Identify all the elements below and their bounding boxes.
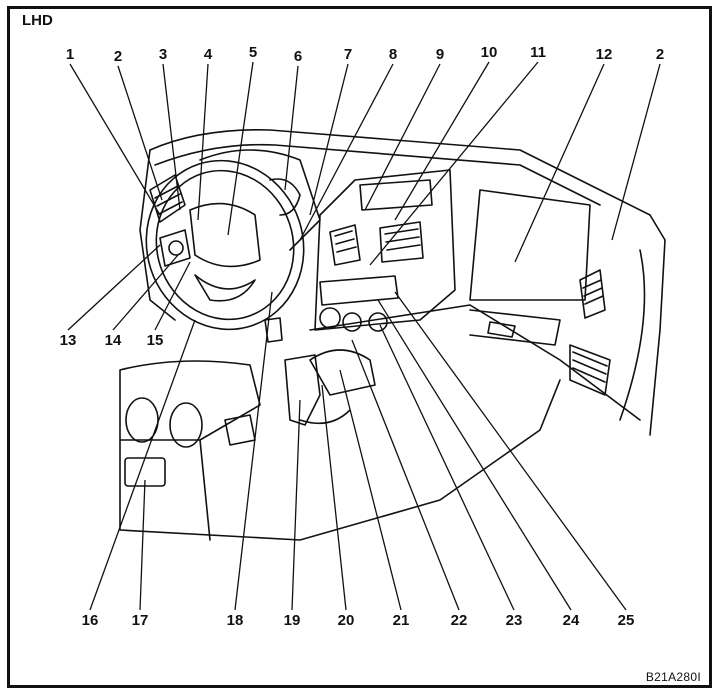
- figure-code: B21A280I: [645, 670, 701, 684]
- hvac-knob-center: [342, 312, 362, 332]
- callout-8: 8: [388, 46, 398, 63]
- floor-console: [119, 360, 261, 441]
- callout-20: 20: [337, 612, 355, 629]
- callout-21: 21: [392, 612, 410, 629]
- callout-3: 3: [158, 46, 168, 63]
- callout-14: 14: [104, 332, 122, 349]
- callout-23: 23: [505, 612, 523, 629]
- right-air-vent: [579, 269, 606, 319]
- parking-brake: [309, 349, 376, 396]
- callout-9: 9: [435, 46, 445, 63]
- callout-6: 6: [293, 48, 303, 65]
- callout-1: 1: [65, 46, 75, 63]
- callout-7: 7: [343, 46, 353, 63]
- callout-2: 2: [113, 48, 123, 65]
- callout-5: 5: [248, 44, 258, 61]
- left-air-vent: [149, 174, 186, 223]
- callout-19: 19: [283, 612, 301, 629]
- callout-18: 18: [226, 612, 244, 629]
- column-switch: [159, 229, 191, 267]
- glovebox: [469, 189, 591, 301]
- diagram-frame: [7, 6, 712, 688]
- dash-top-edge: [149, 129, 666, 241]
- steering-wheel: [145, 159, 305, 331]
- callout-4: 4: [203, 46, 213, 63]
- callout-17: 17: [131, 612, 149, 629]
- callout-16: 16: [81, 612, 99, 629]
- cup-holder-left: [125, 397, 159, 443]
- center-stack: [314, 169, 456, 331]
- hvac-knob-left: [319, 307, 341, 329]
- cup-holder-right: [169, 402, 203, 448]
- radio-unit: [319, 275, 399, 306]
- hvac-knob-right: [368, 312, 388, 332]
- callout-10: 10: [480, 44, 498, 61]
- callout-24: 24: [562, 612, 580, 629]
- callout-13: 13: [59, 332, 77, 349]
- callout-12: 12: [595, 46, 613, 63]
- callout-25: 25: [617, 612, 635, 629]
- callout-2-right: 2: [655, 46, 665, 63]
- callout-15: 15: [146, 332, 164, 349]
- gear-shifter: [284, 354, 321, 426]
- callout-11: 11: [530, 44, 546, 61]
- dash-right-side: [649, 239, 666, 436]
- callout-22: 22: [450, 612, 468, 629]
- diagram-title: LHD: [22, 12, 53, 29]
- instrument-cluster: [199, 149, 321, 251]
- steering-hub: [189, 202, 261, 268]
